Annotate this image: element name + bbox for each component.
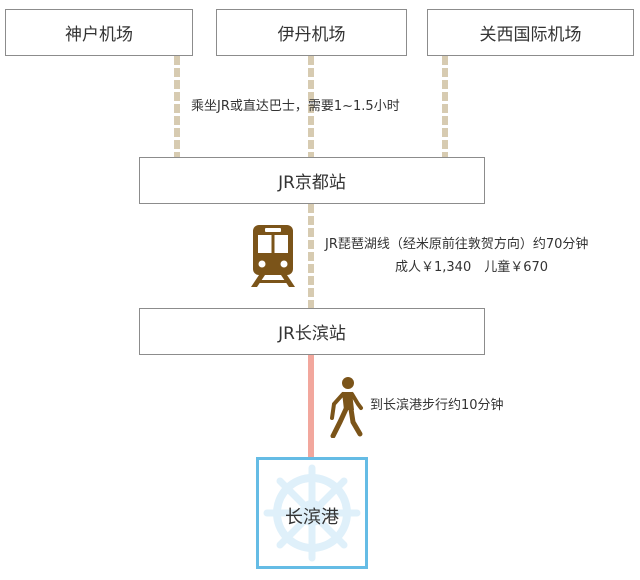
rail-line-biwako — [308, 204, 314, 308]
kyoto-station: JR京都站 — [139, 157, 485, 204]
biwako-line-note: JR琵琶湖线（经米原前往敦贺方向）约70分钟 — [325, 237, 589, 252]
train-icon — [251, 225, 295, 287]
walking-route-line — [308, 355, 314, 457]
nagahama-port: 长滨港 — [256, 457, 368, 569]
rail-line-kobe — [174, 56, 180, 157]
nagahama-station: JR长滨站 — [139, 308, 485, 355]
airport-kansai: 关西国际机场 — [427, 9, 634, 56]
walk-note: 到长滨港步行约10分钟 — [370, 398, 504, 413]
airport-itami: 伊丹机场 — [216, 9, 407, 56]
port-label: 长滨港 — [285, 507, 339, 528]
airport-kobe: 神户机场 — [5, 9, 193, 56]
rail-line-kansai — [442, 56, 448, 157]
airport-access-note: 乘坐JR或直达巴士，需要1~1.5小时 — [191, 99, 400, 114]
fare-note: 成人￥1,340 儿童￥670 — [395, 260, 549, 275]
walking-person-icon — [330, 377, 363, 438]
ship-wheel-icon — [263, 464, 361, 562]
rail-line-itami — [308, 56, 314, 157]
